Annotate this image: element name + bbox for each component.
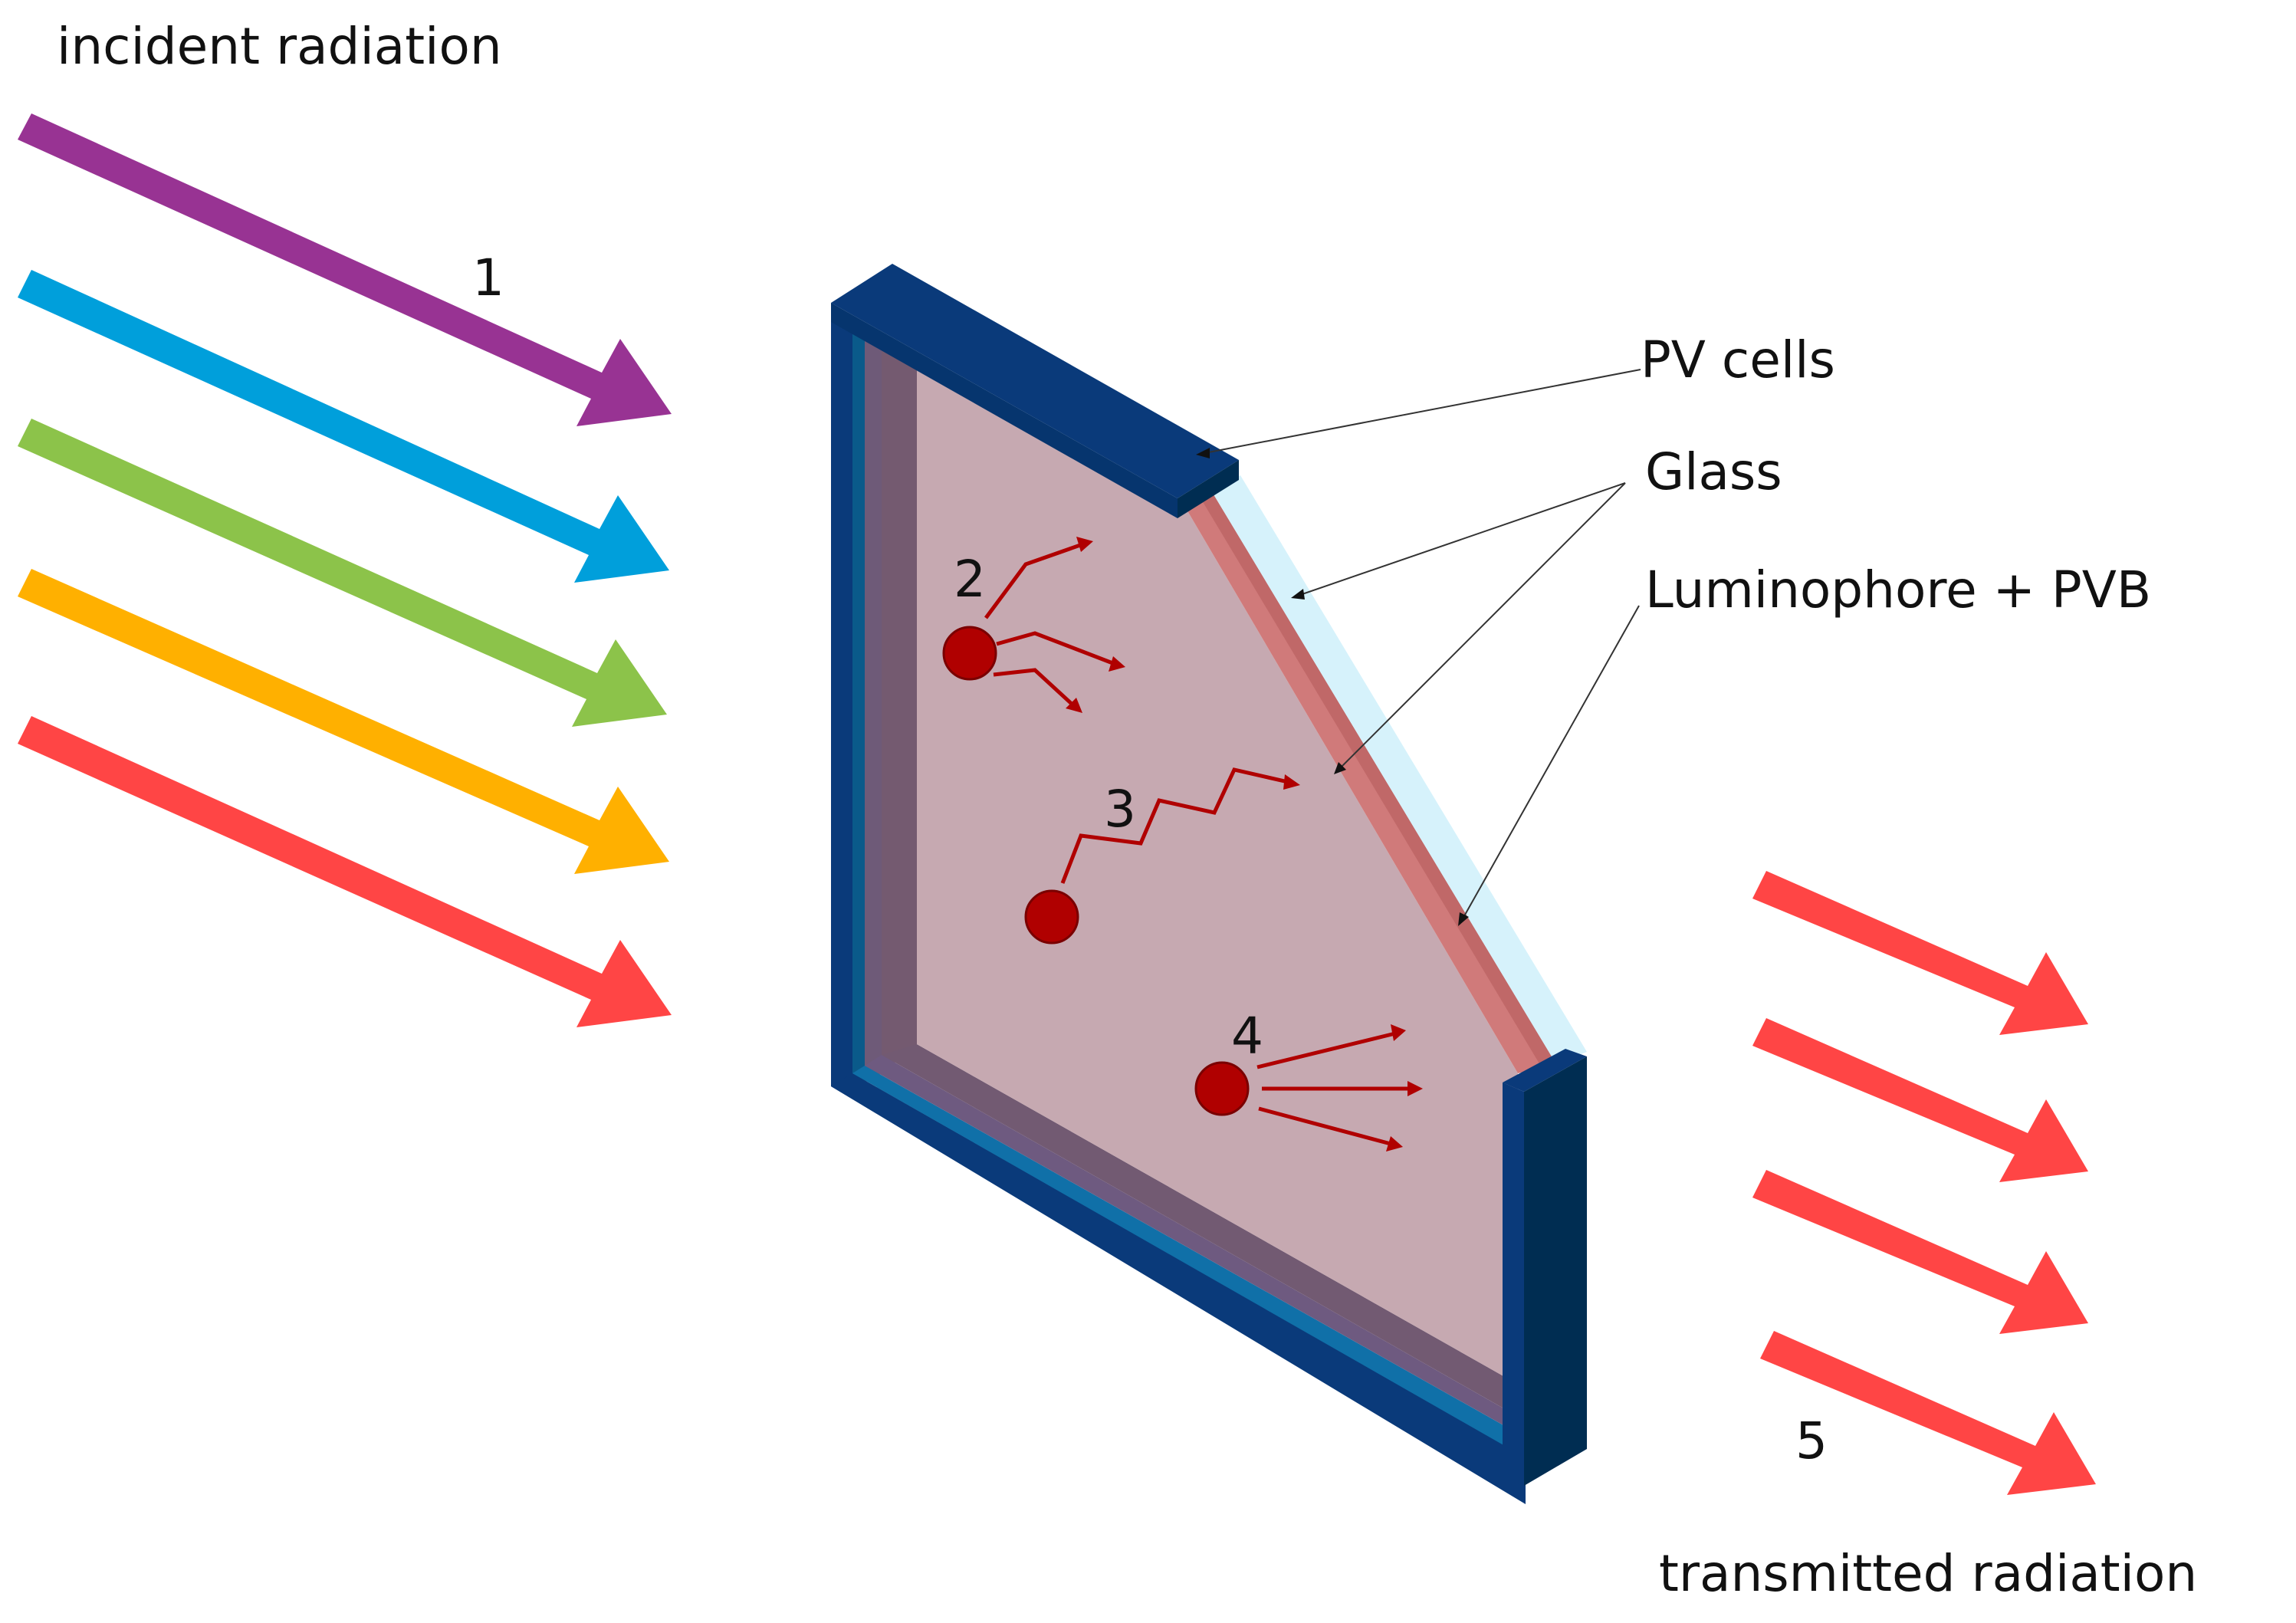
pv-cells-label: PV cells [1641,330,1835,389]
emission-ray-2a [984,542,1083,619]
luminophore-pvb-label: Luminophore + PVB [1645,560,2151,619]
right-frame-side [1524,1056,1587,1486]
transmitted-arrow-2 [1752,1018,2088,1182]
process-3 [1024,767,1300,945]
glass-edge [1211,475,1587,1064]
emission-ray-2c [993,668,1075,707]
bottom-frame-outer-band [831,1073,1526,1501]
top-frame-top [831,264,1239,498]
lsc-panel [831,264,1587,1504]
incident-arrow-blue [18,270,669,583]
luminophore-particle-2 [942,626,997,681]
labels: incident radiation transmitted radiation… [57,17,2197,1603]
luminophore-edge-dark [1200,491,1556,1069]
incident-arrow-red [18,716,672,1027]
leader-pv-cells-head [1196,448,1210,458]
process-number-4: 4 [1231,1007,1263,1066]
emission-ray-4a-head [1391,1024,1406,1041]
luminophore-particle-3 [1024,889,1079,945]
emission-ray-2a-head [1076,537,1093,552]
incident-arrow-green [18,419,667,727]
transmitted-radiation-label: transmitted radiation [1659,1544,2197,1603]
emission-ray-4b-head [1407,1081,1423,1096]
incident-arrow-orange [18,569,669,874]
process-number-5: 5 [1795,1411,1828,1470]
top-frame-front [831,303,1178,518]
right-frame-front [1503,1083,1524,1486]
leader-glass-1-head [1291,589,1305,600]
leader-glass-2 [1336,482,1626,772]
leader-luminophore [1460,605,1640,922]
incident-arrow-violet [18,113,672,426]
left-frame-inner-pink [865,324,882,1083]
leader-glass-1 [1295,482,1626,597]
leader-pv-cells [1200,369,1641,455]
transmitted-arrow-4 [1760,1331,2096,1495]
bottom-frame-purple-band [865,1055,1510,1429]
process-4 [1194,1024,1423,1152]
left-frame-outer [831,303,852,1099]
waveguide-zigzag-head [1283,774,1300,790]
leader-glass-2-head [1334,762,1346,774]
leader-lines [1196,369,1641,926]
emission-ray-2b-head [1109,656,1125,672]
emission-ray-2b [996,631,1115,666]
emission-ray-4c-head [1386,1136,1403,1152]
waveguide-zigzag [1060,767,1289,884]
process-number-1: 1 [472,248,504,307]
transmitted-arrows [1752,871,2096,1495]
incident-radiation-label: incident radiation [57,17,502,76]
emission-ray-4a [1256,1031,1396,1069]
transmitted-arrow-3 [1752,1170,2088,1334]
incident-arrows [18,113,672,1027]
bottom-frame-inner-face [882,1044,1510,1412]
glass-label: Glass [1645,442,1782,501]
pane-face [917,354,1518,1380]
process-number-3: 3 [1104,780,1136,839]
left-frame-inner-blue [852,316,865,1099]
emission-ray-4c [1258,1106,1391,1146]
process-2 [942,537,1125,713]
luminophore-particle-4 [1194,1061,1250,1116]
process-number-2: 2 [954,550,986,609]
right-frame-top [1503,1049,1587,1092]
transmitted-arrow-1 [1752,871,2088,1035]
left-frame-inner-face [882,333,917,1073]
top-frame-end [1178,460,1239,518]
bottom-frame-outer [831,1086,1526,1504]
leader-luminophore-head [1458,912,1469,926]
bottom-frame-blue-band [852,1066,1510,1449]
emission-ray-2c-head [1066,698,1082,713]
